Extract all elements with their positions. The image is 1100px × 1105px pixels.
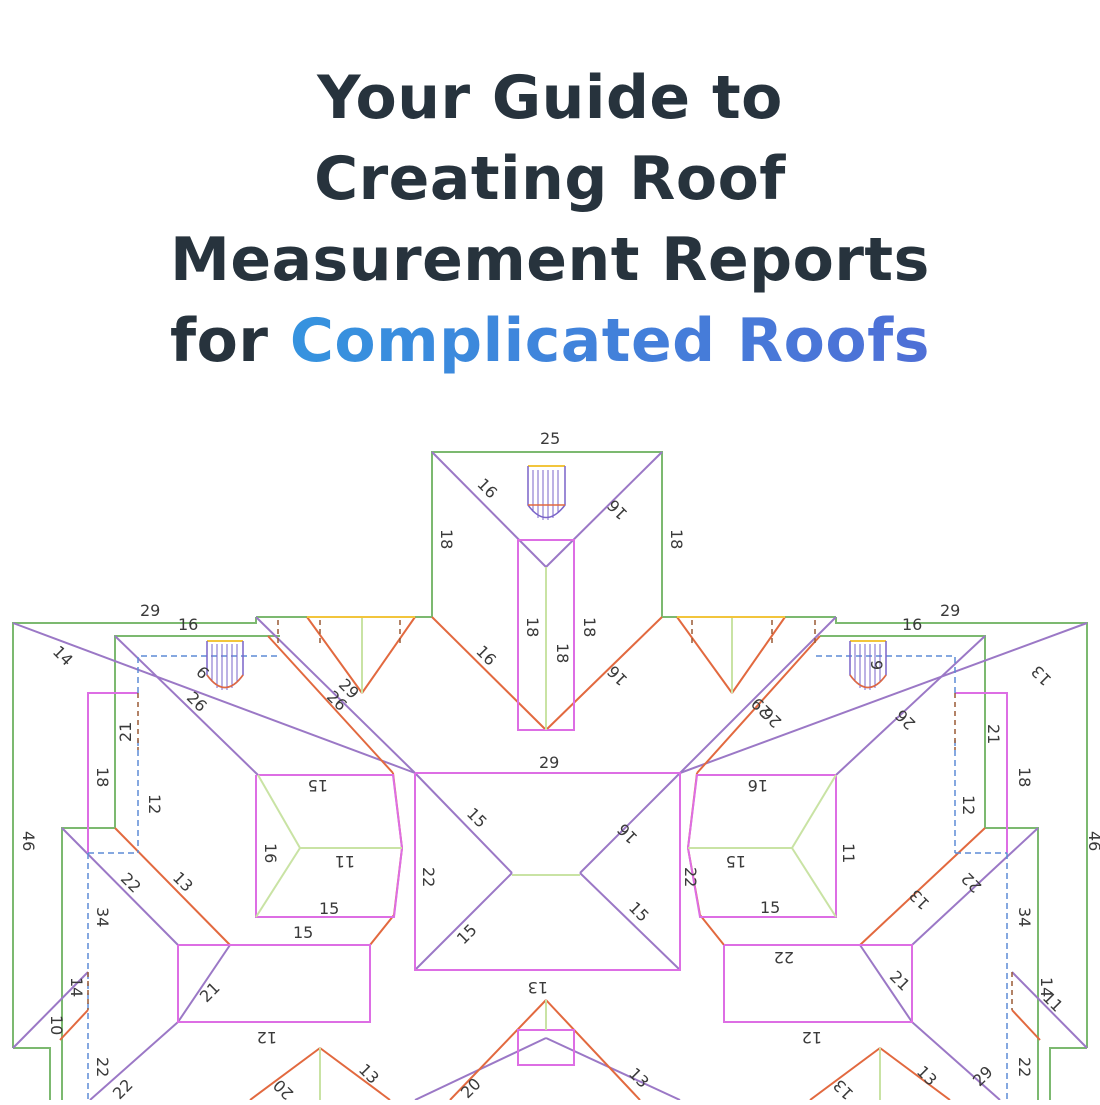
measurement-label: 16	[178, 615, 198, 634]
measurement-label: 13	[829, 1076, 857, 1100]
measurement-label: 16	[603, 662, 631, 690]
measurement-label: 16	[613, 820, 641, 848]
measurement-label: 13	[1027, 662, 1055, 690]
measurement-label: 18	[523, 617, 542, 637]
measurement-label: 15	[293, 923, 313, 942]
chimney-top	[527, 466, 566, 520]
measurement-label: 16	[261, 843, 280, 863]
title-line-4: for Complicated Roofs	[0, 301, 1100, 382]
roof-diagram: 25 16 16 18 18 18 18 18 16 16 29 16 14 9…	[0, 400, 1100, 1103]
chimney-left	[206, 641, 244, 690]
title-highlight: Complicated Roofs	[289, 306, 930, 376]
measurement-label: 12	[959, 795, 978, 815]
measurement-label: 18	[553, 643, 572, 663]
measurement-labels: 25 16 16 18 18 18 18 18 16 16 29 16 14 9…	[19, 429, 1100, 1103]
measurement-label: 16	[748, 776, 768, 795]
title-line-4-prefix: for	[170, 306, 269, 376]
measurement-label: 10	[47, 1015, 66, 1035]
measurement-label: 21	[984, 724, 1003, 744]
measurement-label: 11	[839, 843, 858, 863]
measurement-label: 29	[539, 753, 559, 772]
dashed-edges	[87, 620, 1013, 1100]
valley-lines	[59, 616, 1041, 1101]
measurement-label: 11	[335, 852, 355, 871]
measurement-label: 25	[540, 429, 560, 448]
measurement-label: 18	[437, 529, 456, 549]
measurement-label: 15	[760, 898, 780, 917]
measurement-label: 29	[969, 1062, 997, 1090]
measurement-label: 29	[140, 601, 160, 620]
measurement-label: 22	[1015, 1057, 1034, 1077]
measurement-label: 46	[1085, 831, 1100, 851]
measurement-label: 29	[940, 601, 960, 620]
measurement-label: 34	[93, 907, 112, 927]
measurement-label: 22	[419, 867, 438, 887]
measurement-label: 15	[453, 920, 481, 948]
measurement-label: 16	[472, 642, 500, 670]
hip-lines	[12, 451, 1088, 1101]
title-line-2: Creating Roof	[314, 144, 786, 214]
measurement-label: 9	[867, 660, 886, 670]
measurement-label: 21	[116, 722, 135, 742]
measurement-label: 22	[957, 869, 985, 897]
title-line-1: Your Guide to	[317, 63, 783, 133]
chimney-right	[849, 641, 887, 690]
measurement-label: 13	[905, 886, 933, 914]
measurement-label: 12	[802, 1028, 822, 1047]
measurement-label: 20	[269, 1076, 297, 1100]
measurement-label: 13	[528, 978, 548, 997]
roof-diagram-svg: 25 16 16 18 18 18 18 18 16 16 29 16 14 9…	[12, 429, 1100, 1103]
measurement-label: 34	[1015, 907, 1034, 927]
measurement-label: 13	[913, 1062, 941, 1090]
measurement-label: 21	[196, 978, 224, 1006]
facet-lines	[87, 539, 1008, 1066]
measurement-label: 22	[681, 867, 700, 887]
ridge-lines	[255, 567, 881, 1100]
measurement-label: 18	[93, 767, 112, 787]
measurement-label: 26	[183, 688, 211, 716]
measurement-label: 18	[1015, 767, 1034, 787]
measurement-label: 15	[319, 899, 339, 918]
title-line-3: Measurement Reports	[170, 225, 930, 295]
measurement-label: 22	[93, 1057, 112, 1077]
measurement-label: 15	[726, 852, 746, 871]
measurement-label: 16	[902, 615, 922, 634]
measurement-label: 46	[19, 831, 38, 851]
measurement-label: 22	[774, 948, 794, 967]
measurement-label: 15	[308, 776, 328, 795]
measurement-label: 26	[891, 706, 919, 734]
measurement-label: 16	[603, 496, 631, 524]
measurement-label: 13	[355, 1060, 383, 1088]
page-title: Your Guide to Creating Roof Measurement …	[0, 58, 1100, 382]
measurement-label: 14	[1037, 977, 1056, 997]
measurement-label: 12	[257, 1028, 277, 1047]
measurement-label: 13	[169, 868, 197, 896]
measurement-label: 22	[117, 869, 145, 897]
measurement-label: 18	[667, 529, 686, 549]
flashing-lines	[207, 465, 886, 642]
measurement-label: 12	[145, 794, 164, 814]
measurement-label: 18	[580, 617, 599, 637]
measurement-label: 14	[67, 977, 86, 997]
